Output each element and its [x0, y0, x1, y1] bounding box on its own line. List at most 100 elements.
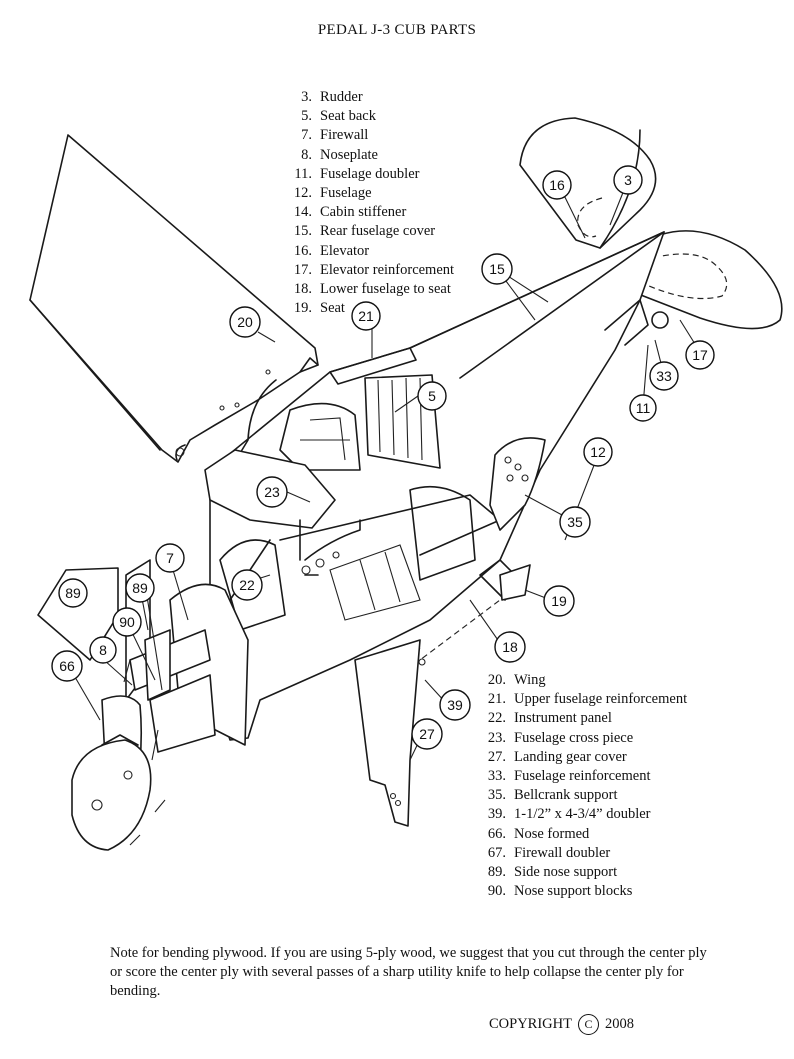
part-list-item: 35. Bellcrank support	[470, 786, 687, 805]
callout-35: 35	[559, 506, 591, 538]
seat-19	[499, 564, 531, 601]
callout-17: 17	[685, 340, 715, 370]
svg-text:16: 16	[549, 177, 565, 193]
part-name: Noseplate	[320, 146, 378, 163]
part-list-item: 7. Firewall	[276, 126, 454, 145]
part-number: 89.	[487, 864, 506, 881]
part-name: Rudder	[320, 89, 363, 105]
part-list-item: 16. Elevator	[276, 242, 454, 261]
plywood-bending-note: Note for bending plywood. If you are usi…	[110, 945, 707, 999]
copyright-symbol: C	[577, 1014, 599, 1035]
callout-15: 15	[481, 253, 513, 285]
part-list-item: 90. Nose support blocks	[470, 882, 687, 901]
part-list-item: 15.Rear fuselage cover	[276, 222, 454, 241]
copyright-line: COPYRIGHT C 2008	[489, 1014, 634, 1035]
callout-90: 90	[112, 607, 142, 637]
callout-3: 3	[613, 165, 643, 195]
part-number: 39.	[487, 806, 506, 823]
svg-text:3: 3	[624, 172, 632, 188]
part-number: 66.	[487, 825, 506, 842]
svg-text:20: 20	[237, 314, 253, 330]
part-list-item: 3. Rudder	[276, 88, 454, 107]
callout-12: 12	[583, 437, 613, 467]
svg-text:18: 18	[502, 639, 518, 655]
callout-5: 5	[417, 381, 447, 411]
part-name: Elevator	[320, 242, 370, 259]
part-number: 12.	[293, 185, 312, 202]
svg-text:23: 23	[264, 484, 280, 500]
callout-33: 33	[649, 361, 679, 391]
part-number: 90.	[487, 883, 506, 900]
part-list-item: 33. Fuselage reinforcement	[470, 767, 687, 786]
part-name: Upper fuselage reinforcement	[514, 691, 688, 708]
part-name: Wing	[514, 672, 546, 688]
part-number: 21.	[487, 691, 506, 708]
part-name: Firewall	[320, 127, 369, 144]
part-list-item: 20. Wing	[470, 671, 687, 690]
part-name: 1-1/2” x 4-3/4” doubler	[514, 806, 651, 823]
part-number: 35.	[487, 787, 506, 804]
svg-text:66: 66	[59, 658, 75, 674]
svg-text:19: 19	[551, 593, 567, 609]
part-name: Nose formed	[514, 825, 590, 842]
bellcrank-support-35	[489, 437, 546, 531]
part-number: 3.	[301, 89, 312, 105]
callout-7: 7	[155, 543, 185, 573]
part-number: 27.	[487, 748, 506, 765]
part-name: Elevator reinforcement	[320, 261, 455, 278]
part-list-item: 67.Firewall doubler	[470, 844, 687, 863]
callout-8: 8	[89, 636, 117, 664]
callout-66: 66	[51, 650, 83, 682]
airplane-parts-diagram: 16 3 15 20 21 5 17 33 11 12 23 35 7 22 1…	[29, 117, 783, 851]
svg-text:8: 8	[99, 642, 107, 658]
part-number: 16.	[293, 242, 312, 259]
part-number: 19.	[293, 300, 312, 317]
part-number: 11.	[294, 165, 312, 182]
callout-89-top: 89	[125, 573, 155, 603]
part-list-item: 17. Elevator reinforcement	[276, 261, 454, 280]
copyright-label: COPYRIGHT	[489, 1016, 572, 1032]
part-list-item: 22. Instrument panel	[470, 709, 687, 728]
svg-text:35: 35	[567, 514, 583, 530]
nose-assembly	[37, 559, 249, 851]
svg-text:39: 39	[447, 697, 463, 713]
part-number: 20.	[487, 672, 506, 688]
callout-23: 23	[256, 476, 288, 508]
part-name: Seat back	[320, 108, 376, 125]
callout-16: 16	[542, 170, 572, 200]
part-name: Instrument panel	[514, 710, 612, 727]
wing-part-20	[29, 134, 319, 463]
part-number: 17.	[293, 261, 312, 278]
part-list-item: 23.Fuselage cross piece	[470, 729, 687, 748]
svg-text:7: 7	[166, 550, 174, 566]
part-number: 22.	[487, 710, 506, 727]
part-number: 33.	[487, 768, 506, 785]
rudder-elevator-parts	[519, 117, 783, 330]
part-list-item: 19.Seat	[276, 299, 454, 318]
svg-text:33: 33	[656, 368, 672, 384]
svg-text:17: 17	[692, 347, 708, 363]
part-list-item: 8.Noseplate	[276, 146, 454, 165]
svg-text:27: 27	[419, 726, 435, 742]
part-name: Nose support blocks	[514, 883, 633, 900]
part-name: Rear fuselage cover	[320, 223, 436, 240]
svg-text:5: 5	[428, 388, 436, 404]
part-list-item: 27.Landing gear cover	[470, 748, 687, 767]
part-list-item: 12. Fuselage	[276, 184, 454, 203]
part-name: Bellcrank support	[514, 787, 618, 804]
part-name: Fuselage reinforcement	[514, 768, 651, 785]
part-list-item: 18.Lower fuselage to seat	[276, 280, 454, 299]
callout-89-left: 89	[58, 578, 88, 608]
svg-text:22: 22	[239, 577, 255, 593]
part-name: Fuselage	[320, 185, 372, 202]
callout-39: 39	[439, 689, 471, 721]
callout-27: 27	[411, 718, 443, 750]
part-name: Fuselage doubler	[320, 165, 420, 182]
part-number: 18.	[293, 281, 312, 298]
svg-text:11: 11	[636, 400, 651, 416]
callout-19: 19	[543, 585, 575, 617]
part-list-item: 39. 1-1/2” x 4-3/4” doubler	[470, 805, 687, 824]
part-number: 7.	[301, 127, 312, 144]
